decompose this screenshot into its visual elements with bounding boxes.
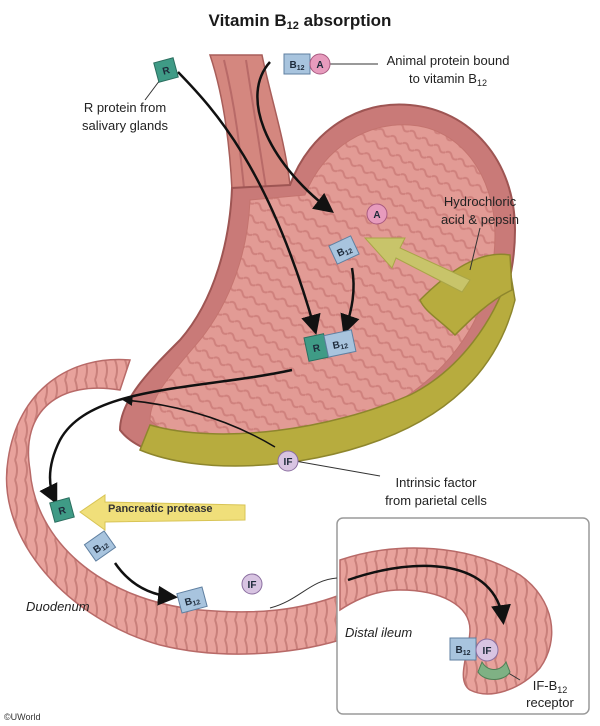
svg-text:B12: B12 xyxy=(289,60,304,72)
pancreatic-protease-label: Pancreatic protease xyxy=(108,503,213,515)
esophagus xyxy=(208,54,291,191)
b12-animal-protein-tag: B12 A xyxy=(283,53,331,75)
intrinsic-factor-label-2: from parietal cells xyxy=(385,493,487,508)
b12-tag-stomach: B12 xyxy=(328,235,360,265)
svg-text:R: R xyxy=(312,343,322,355)
animal-protein-tag-stomach: A xyxy=(366,203,388,225)
svg-text:A: A xyxy=(316,60,323,71)
pathway-arrows xyxy=(39,61,511,625)
if-b12-receptor-complex: B12 IF xyxy=(449,637,511,680)
diagram-title: Vitamin B12 absorption xyxy=(209,11,392,32)
intrinsic-factor-tag: IF xyxy=(277,450,299,472)
duodenum-label: Duodenum xyxy=(26,599,90,614)
distal-ileum-label: Distal ileum xyxy=(345,625,412,640)
receptor-label: IF-B12 xyxy=(533,678,568,695)
animal-protein-label: Animal protein bound xyxy=(387,53,510,68)
svg-text:IF: IF xyxy=(483,646,492,657)
svg-text:R: R xyxy=(57,505,68,518)
r-protein-tag-top: R xyxy=(153,57,179,83)
svg-text:B12: B12 xyxy=(335,243,354,260)
b12-tag-duodenum: B12 xyxy=(83,530,117,562)
svg-text:A: A xyxy=(373,210,380,221)
r-protein-label: R protein from xyxy=(84,100,166,115)
receptor-label-2: receptor xyxy=(526,695,574,710)
svg-text:IF: IF xyxy=(248,580,257,591)
labels: R protein from salivary glands Animal pr… xyxy=(4,53,575,722)
intrinsic-factor-tag-duodenum: IF xyxy=(241,573,263,595)
copyright-label: ©UWorld xyxy=(4,712,40,722)
svg-text:IF: IF xyxy=(284,457,293,468)
r-b12-complex-tag: R B12 xyxy=(303,329,357,362)
acid-arrow xyxy=(363,237,471,293)
intrinsic-factor-label: Intrinsic factor xyxy=(396,475,478,490)
hcl-label-2: acid & pepsin xyxy=(441,212,519,227)
label-pointers xyxy=(144,63,521,681)
svg-text:B12: B12 xyxy=(332,338,349,353)
hcl-label: Hydrochloric xyxy=(444,194,517,209)
r-protein-label-2: salivary glands xyxy=(82,118,168,133)
svg-text:B12: B12 xyxy=(184,594,202,610)
svg-text:B12: B12 xyxy=(455,645,470,657)
pancreatic-protease-arrow: Pancreatic protease xyxy=(79,494,246,531)
b12-tag-free-duodenum: B12 xyxy=(176,586,208,614)
svg-text:R: R xyxy=(161,65,172,78)
svg-text:B12: B12 xyxy=(92,538,111,557)
connector-line xyxy=(269,577,338,609)
r-protein-tag-duodenum: R xyxy=(49,497,75,523)
animal-protein-label-2: to vitamin B12 xyxy=(409,71,487,88)
stomach xyxy=(118,103,517,463)
